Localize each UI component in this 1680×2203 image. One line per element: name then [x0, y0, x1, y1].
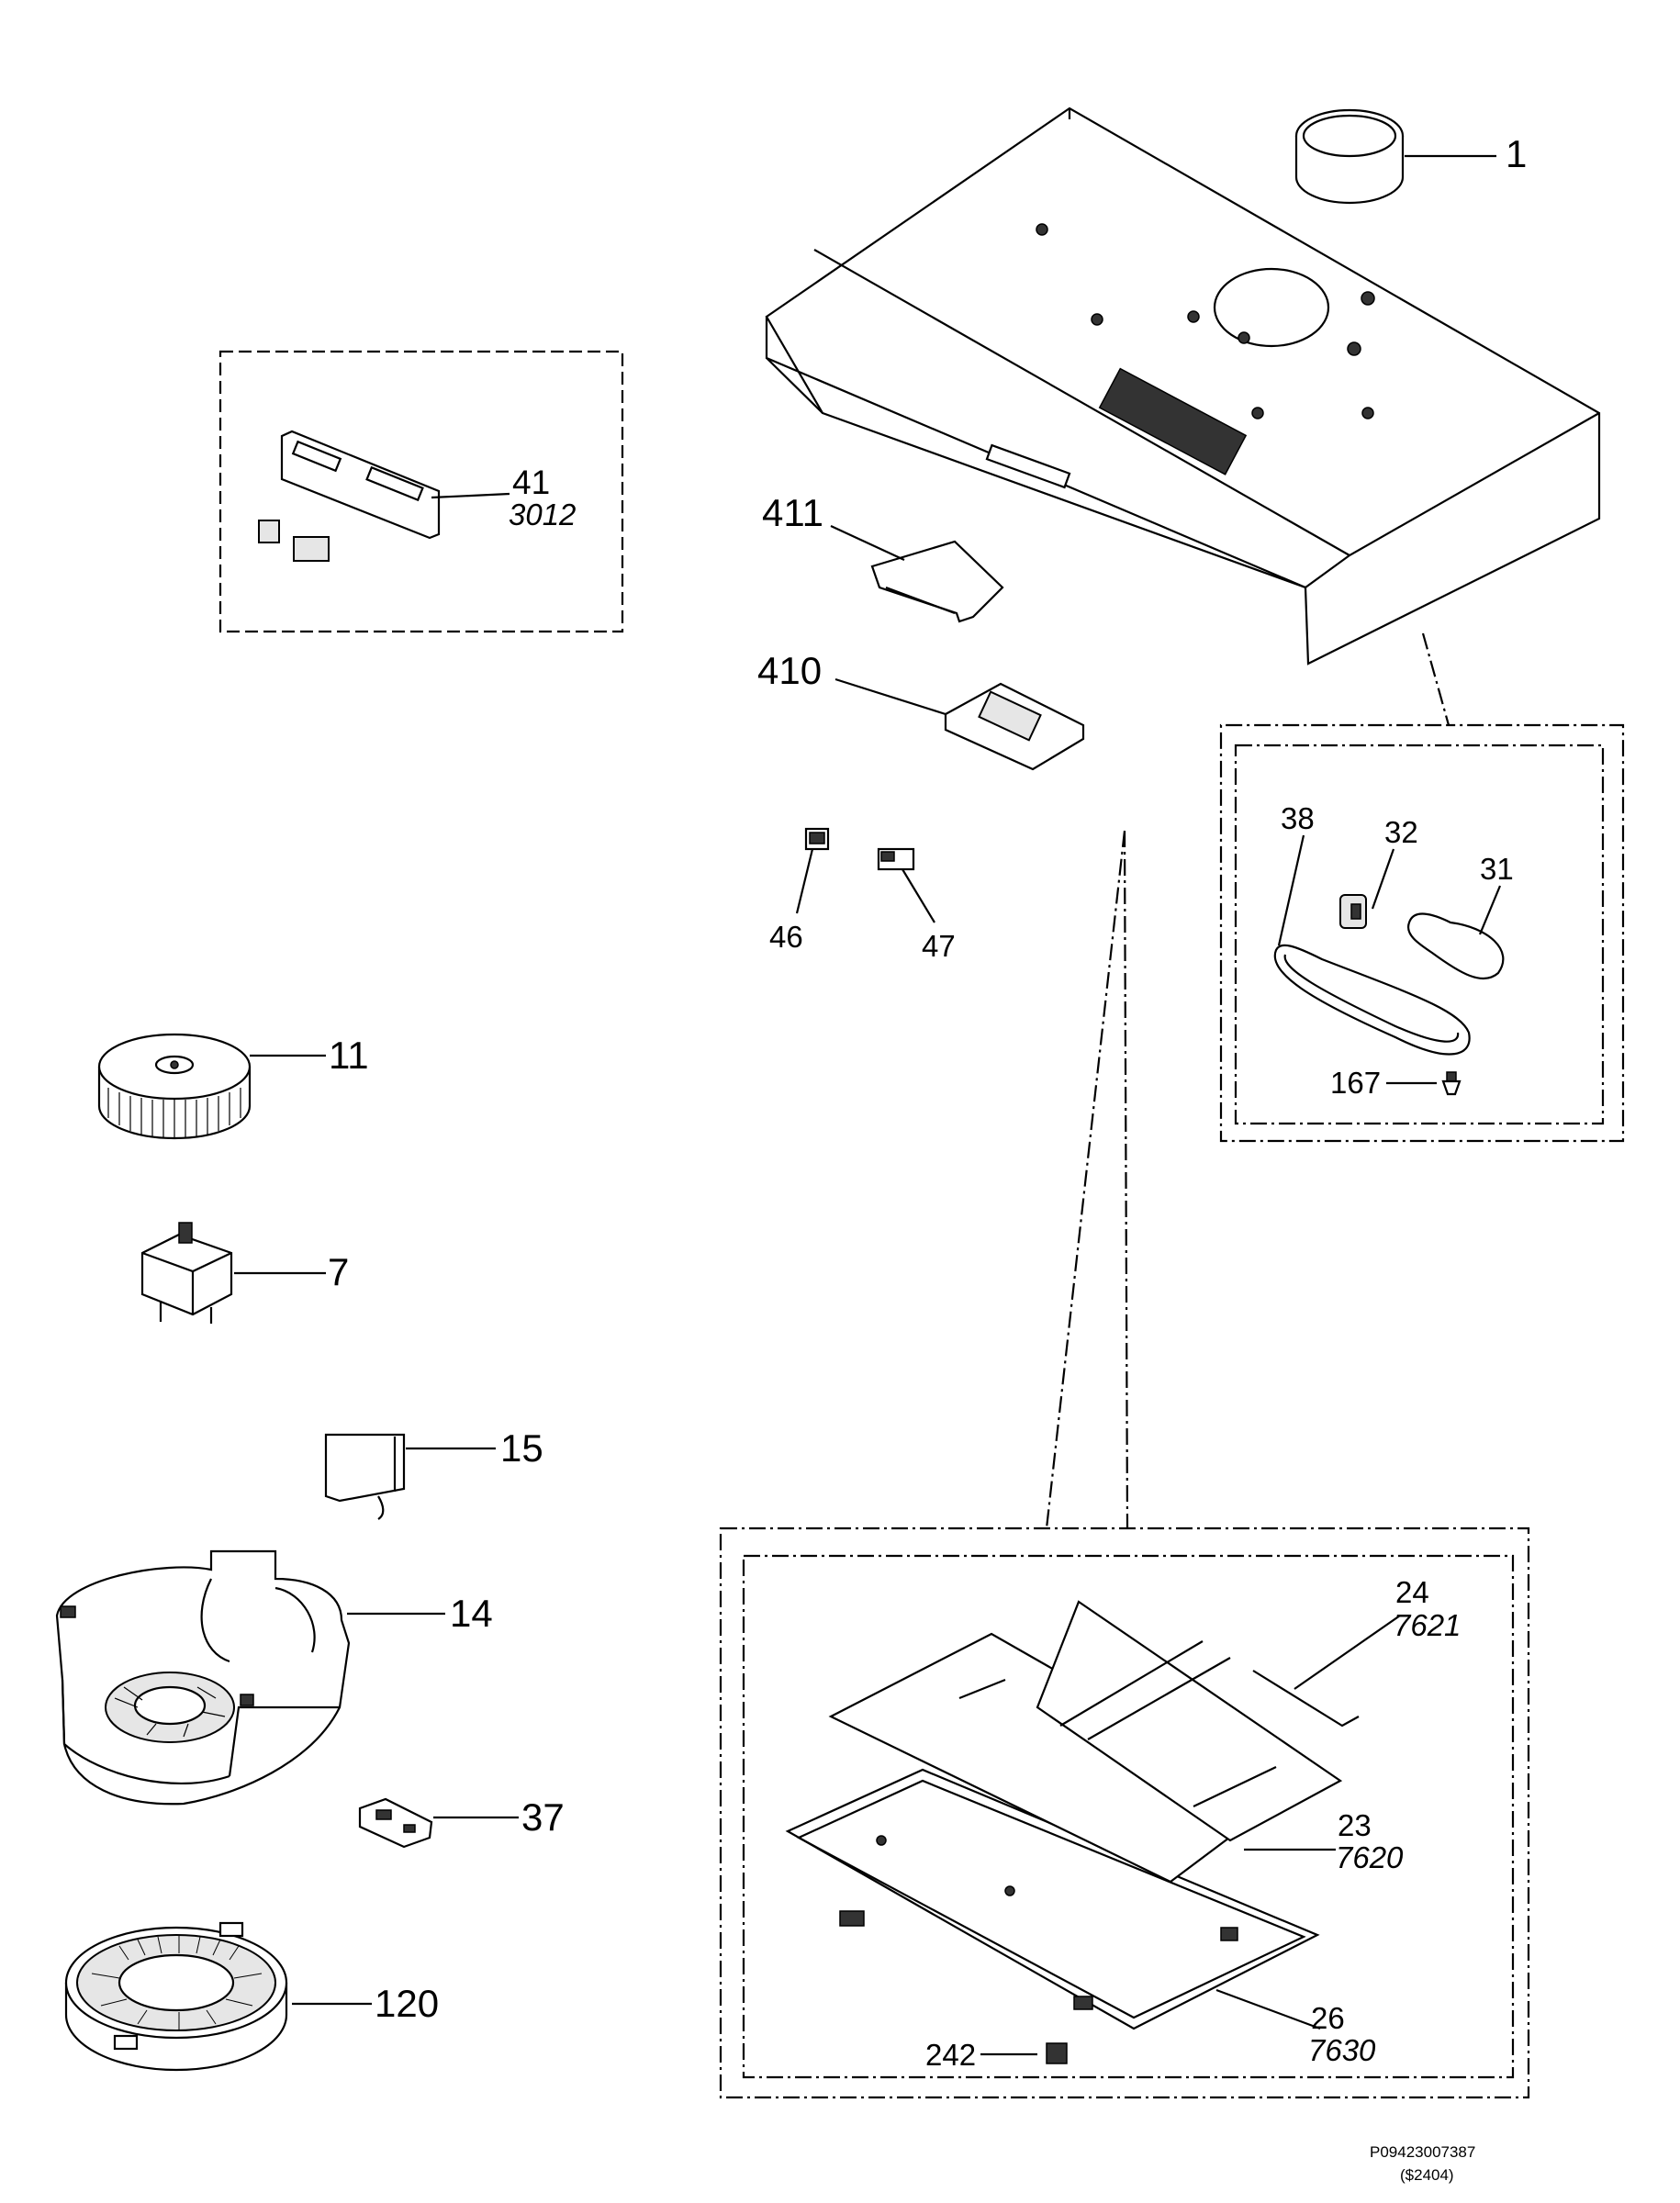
callout-24-alt: 7621 [1394, 1608, 1461, 1642]
switch-part-46 [804, 827, 830, 851]
callout-120: 120 [375, 1982, 439, 2025]
control-panel-part [258, 430, 441, 562]
callout-23: 23 [1338, 1808, 1372, 1842]
drawing-revision: ($2404) [1400, 2166, 1454, 2184]
switch-part-47 [877, 847, 915, 871]
lamp-group-outer-box [1219, 632, 1625, 1143]
lamp-gasket-part [1273, 944, 1471, 1056]
grease-filter-part-24 [1036, 1600, 1360, 1842]
callout-46: 46 [769, 920, 803, 954]
callout-167: 167 [1330, 1066, 1381, 1100]
filter-group-leader [1045, 830, 1129, 1529]
callout-24: 24 [1395, 1575, 1429, 1609]
callout-15: 15 [500, 1426, 543, 1470]
electronic-board-part [944, 682, 1085, 771]
callout-7: 7 [328, 1250, 349, 1293]
callout-242: 242 [925, 2038, 976, 2072]
callout-38: 38 [1281, 801, 1315, 835]
lamp-screw-part [1441, 1071, 1462, 1096]
blower-housing-part [55, 1549, 351, 1806]
duct-collar-part [1294, 108, 1405, 205]
callout-1: 1 [1506, 132, 1527, 175]
callout-31: 31 [1480, 852, 1514, 886]
charcoal-filter-part [64, 1921, 288, 2072]
callout-26-alt: 7630 [1308, 2033, 1376, 2067]
drawing-number: P09423007387 [1370, 2143, 1475, 2161]
callout-14: 14 [450, 1592, 493, 1635]
fan-wheel-part [97, 1033, 252, 1140]
callout-47: 47 [922, 929, 956, 963]
callout-41-alt: 3012 [509, 498, 576, 531]
filter-group-outer-box [719, 1526, 1530, 2099]
callout-37: 37 [521, 1795, 565, 1839]
speed-switch-part [140, 1222, 233, 1324]
control-panel-group-box [218, 350, 624, 633]
clip-part-242 [1046, 2042, 1068, 2064]
callout-11: 11 [329, 1034, 369, 1077]
lamp-socket-part [1339, 894, 1367, 929]
filter-group-inner-box [742, 1554, 1515, 2079]
callout-411: 411 [762, 491, 823, 534]
lamp-group-inner-box [1234, 744, 1605, 1125]
callout-41: 41 [512, 464, 550, 501]
range-hood-body [765, 106, 1601, 665]
cover-plate-part [870, 540, 1004, 623]
callout-26: 26 [1311, 2001, 1345, 2035]
lamp-bulb-part [1406, 912, 1505, 980]
callout-410: 410 [757, 649, 822, 692]
callout-32: 32 [1384, 815, 1418, 849]
clip-part-37 [358, 1797, 433, 1849]
filter-frame-part [785, 1768, 1320, 2030]
callout-23-alt: 7620 [1336, 1840, 1404, 1874]
bracket-part-15 [324, 1433, 406, 1520]
